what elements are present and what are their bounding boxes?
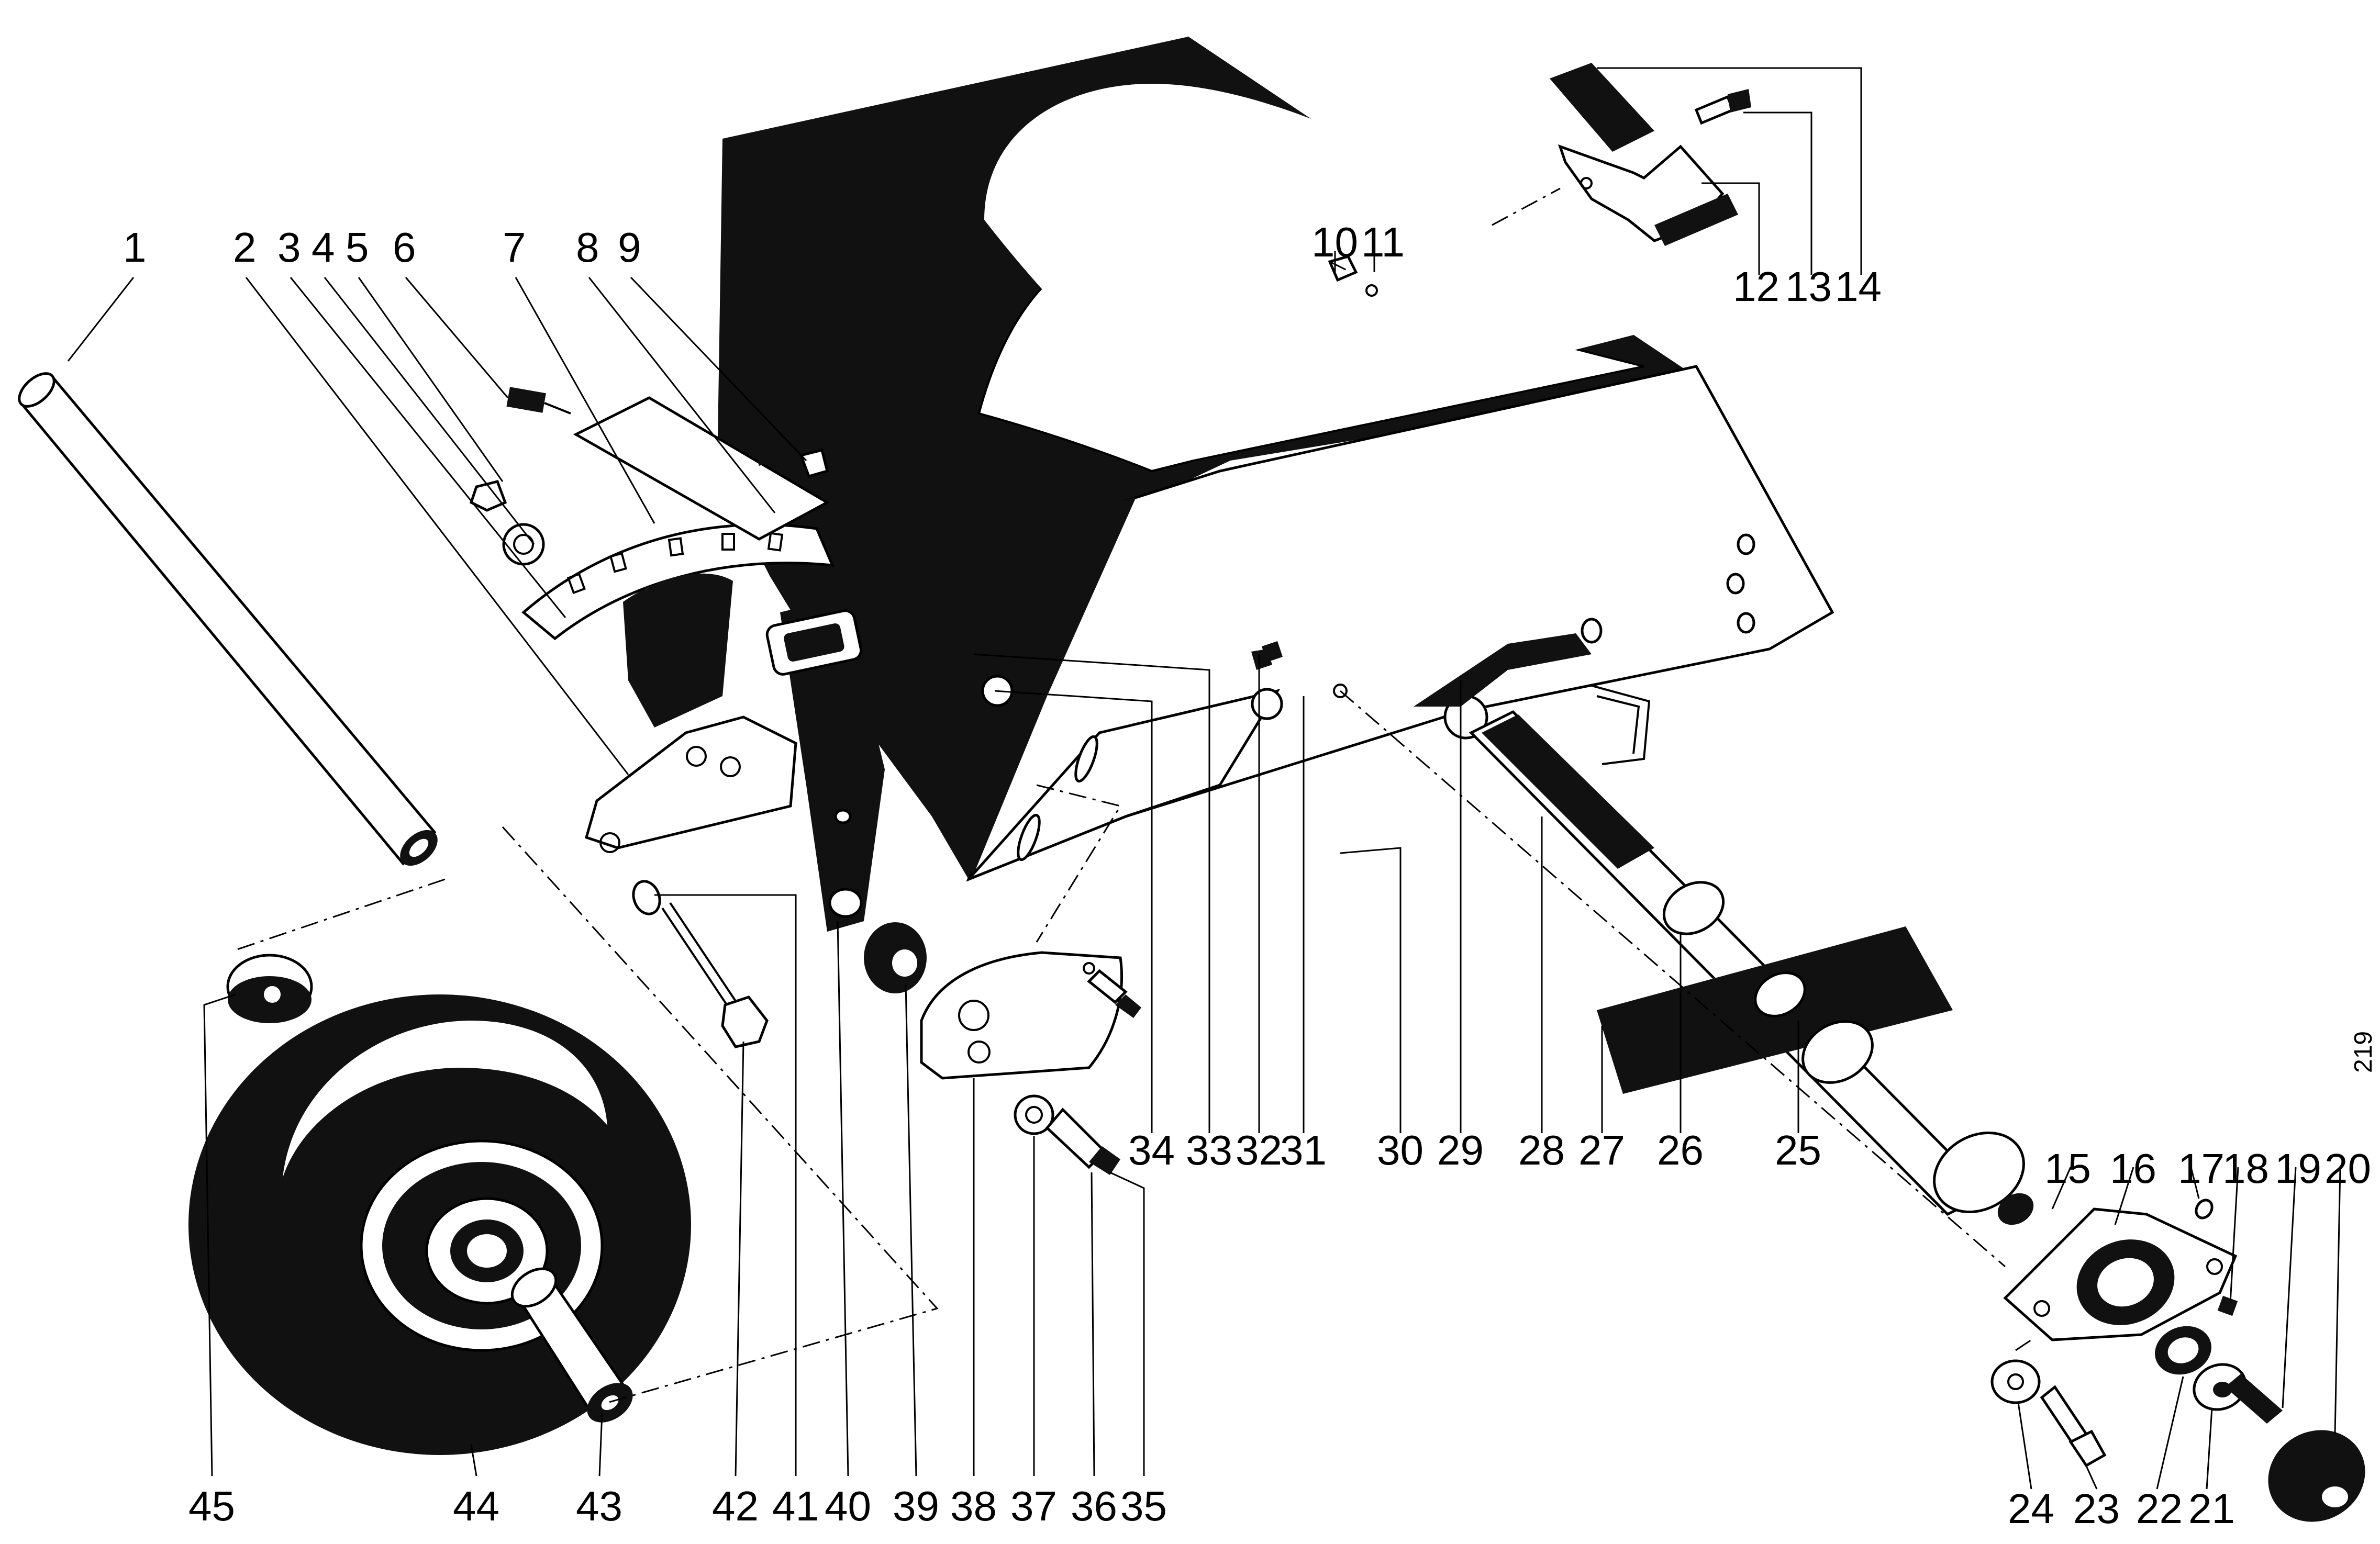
callout-34: 34 [1128, 1127, 1175, 1173]
callout-39: 39 [893, 1483, 939, 1529]
callout-8: 8 [576, 224, 599, 271]
callout-18: 18 [2222, 1145, 2269, 1192]
callout-44: 44 [453, 1483, 499, 1529]
callout-1: 1 [123, 224, 147, 271]
figure-number: 219 [2350, 1031, 2377, 1073]
callout-7: 7 [503, 224, 526, 271]
callout-23: 23 [2073, 1485, 2120, 1532]
callout-40: 40 [825, 1483, 871, 1529]
callout-5: 5 [346, 224, 369, 271]
callout-22: 22 [2136, 1485, 2183, 1532]
parts-artwork [18, 37, 2365, 1522]
callout-2: 2 [233, 224, 257, 271]
callout-37: 37 [1010, 1483, 1057, 1529]
pivot-plate [864, 922, 1141, 1175]
callout-10: 10 [1311, 219, 1358, 265]
callout-12: 12 [1733, 263, 1780, 310]
callout-28: 28 [1518, 1127, 1565, 1173]
callout-42: 42 [712, 1483, 759, 1529]
callout-38: 38 [950, 1483, 997, 1529]
callout-20: 20 [2325, 1145, 2371, 1192]
callout-30: 30 [1377, 1127, 1423, 1173]
callout-13: 13 [1785, 263, 1832, 310]
callout-9: 9 [618, 224, 641, 271]
callout-29: 29 [1437, 1127, 1484, 1173]
lever [765, 597, 885, 932]
callout-26: 26 [1657, 1127, 1704, 1173]
wheel [188, 954, 691, 1455]
height-quadrant [469, 387, 835, 853]
callout-41: 41 [772, 1483, 819, 1529]
callout-14: 14 [1835, 263, 1882, 310]
callout-33: 33 [1186, 1127, 1232, 1173]
callout-43: 43 [576, 1483, 622, 1529]
handle-grip [1328, 63, 1751, 297]
hood [717, 37, 1834, 882]
callout-21: 21 [2188, 1485, 2235, 1532]
callout-19: 19 [2275, 1145, 2321, 1192]
callout-16: 16 [2110, 1145, 2156, 1192]
callout-3: 3 [277, 224, 301, 271]
callout-25: 25 [1775, 1127, 1821, 1173]
callout-27: 27 [1578, 1127, 1625, 1173]
callout-45: 45 [188, 1483, 235, 1529]
callout-6: 6 [393, 224, 416, 271]
callout-11: 11 [1361, 219, 1405, 265]
callout-35: 35 [1120, 1483, 1167, 1529]
callout-labels: 1 2 3 4 5 6 7 8 9 10 11 12 13 14 15 16 1… [123, 219, 2377, 1532]
assembly-lines [235, 187, 2032, 1404]
callout-24: 24 [2008, 1485, 2054, 1532]
callout-31: 31 [1280, 1127, 1327, 1173]
handle-bar [18, 372, 438, 866]
drive-shaft [1414, 633, 2034, 1225]
callout-15: 15 [2044, 1145, 2091, 1192]
callout-36: 36 [1071, 1483, 1117, 1529]
callout-4: 4 [312, 224, 335, 271]
callout-17: 17 [2178, 1145, 2225, 1192]
bearing-housing [974, 641, 2365, 1522]
callout-32: 32 [1236, 1127, 1282, 1173]
wheel-bolt [632, 880, 769, 1048]
leader-lines [67, 67, 2341, 1490]
